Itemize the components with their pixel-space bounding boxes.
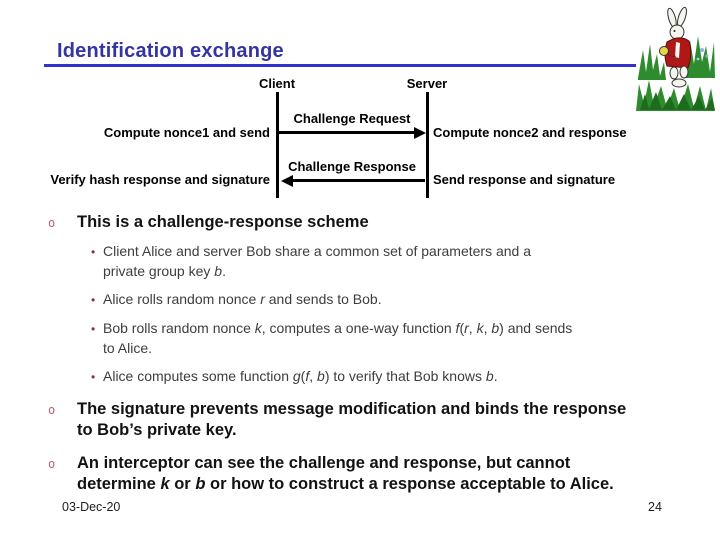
- footer-date: 03-Dec-20: [62, 500, 121, 514]
- bullet-list: o This is a challenge-response scheme • Cli…: [0, 206, 720, 495]
- sub-bullet-item: • Alice computes some function g(f, b) to…: [91, 366, 720, 387]
- request-arrowhead-icon: [414, 127, 426, 139]
- client-lifeline: [276, 92, 279, 198]
- challenge-request-label: Challenge Request: [293, 111, 411, 126]
- bullet-text: An interceptor can see the challenge and…: [77, 454, 614, 493]
- server-lifeline: [426, 92, 429, 198]
- bullet-text: The signature prevents message modificat…: [77, 400, 627, 439]
- response-arrowhead-icon: [281, 175, 293, 187]
- sub-bullet-item: • Alice rolls random nonce r and sends to…: [91, 289, 720, 310]
- sub-bullet-marker: •: [91, 322, 96, 336]
- sub-bullet-item: • Bob rolls random nonce k, computes a on…: [91, 318, 720, 358]
- bullet-item: o The signature prevents message modifica…: [48, 399, 720, 441]
- bullet-text: Client Alice and server Bob share a comm…: [103, 243, 531, 279]
- sub-bullet-marker: •: [91, 370, 96, 384]
- page-title: Identification exchange: [57, 40, 284, 62]
- response-arrow-line: [292, 179, 425, 182]
- bullet-text: Alice computes some function g(f, b) to …: [103, 368, 498, 384]
- request-arrow-line: [279, 131, 415, 134]
- bullet-marker: o: [48, 216, 56, 230]
- sub-bullet-marker: •: [91, 245, 96, 259]
- bullet-item: o An interceptor can see the challenge an…: [48, 453, 720, 495]
- client-action-top: Compute nonce1 and send: [103, 125, 270, 140]
- bullet-text: Alice rolls random nonce r and sends to …: [103, 291, 382, 307]
- server-action-top: Compute nonce2 and response: [433, 125, 627, 140]
- footer-page-number: 24: [648, 500, 662, 514]
- client-action-bottom: Verify hash response and signature: [50, 172, 270, 187]
- white-rabbit-icon: [636, 6, 715, 111]
- bullet-text: This is a challenge-response scheme: [77, 213, 369, 231]
- bullet-marker: o: [48, 403, 56, 417]
- server-action-bottom: Send response and signature: [433, 172, 616, 187]
- bullet-marker: o: [48, 457, 56, 471]
- challenge-response-label: Challenge Response: [288, 159, 416, 174]
- bullet-text: Bob rolls random nonce k, computes a one…: [103, 320, 573, 356]
- title-underline: [44, 64, 636, 67]
- bullet-item: o This is a challenge-response scheme: [48, 212, 720, 233]
- client-label: Client: [258, 76, 296, 91]
- sub-bullet-marker: •: [91, 293, 96, 307]
- server-label: Server: [406, 76, 448, 91]
- sub-bullet-item: • Client Alice and server Bob share a com…: [91, 241, 720, 281]
